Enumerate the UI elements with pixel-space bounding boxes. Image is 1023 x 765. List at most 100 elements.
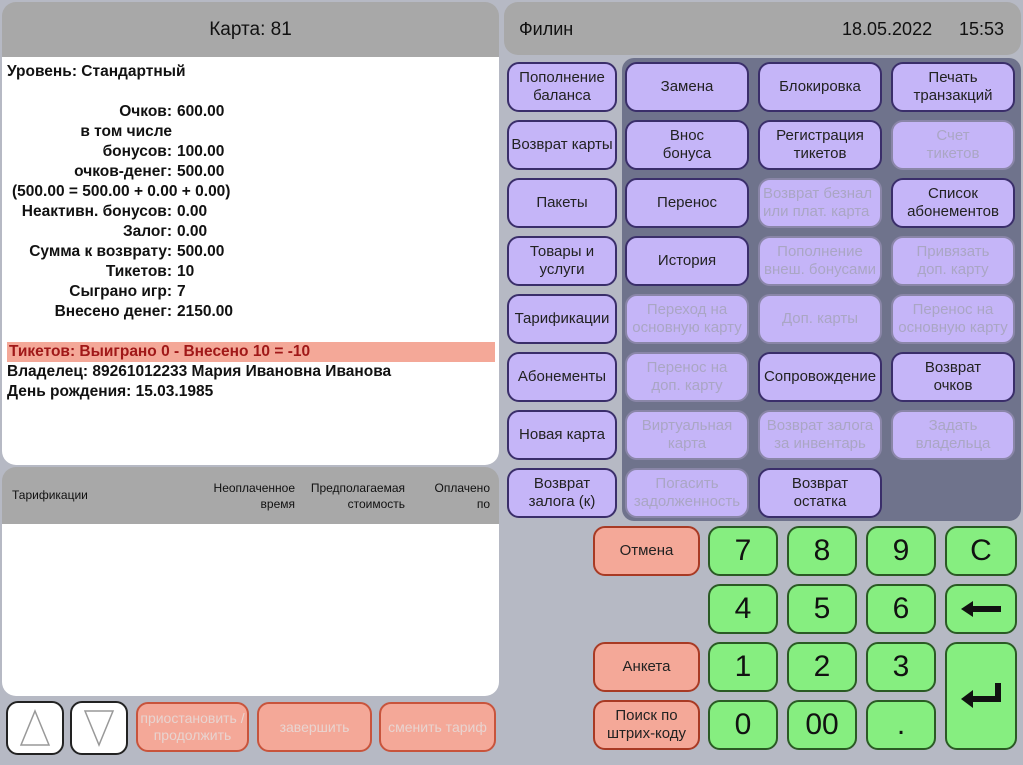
transfer-to-extra-card-button[interactable]: Перенос на доп. карту (625, 352, 749, 402)
subscription-list-button[interactable]: Список абонементов (891, 178, 1015, 228)
key-5[interactable]: 5 (787, 584, 857, 634)
key-7[interactable]: 7 (708, 526, 778, 576)
top-up-balance-label: Пополнение баланса (519, 69, 605, 104)
transfer-button[interactable]: Перенос (625, 178, 749, 228)
refund-label: Сумма к возврату: (29, 243, 172, 260)
refund-value: 500.00 (177, 243, 225, 260)
cancel-button[interactable]: Отмена (593, 526, 700, 576)
return-points-label: Возврат очков (924, 359, 982, 394)
scroll-down-button[interactable] (70, 701, 128, 755)
key-1[interactable]: 1 (708, 642, 778, 692)
card-owner: Владелец: 89261012233 Мария Ивановна Ива… (7, 363, 392, 380)
go-to-main-card-button[interactable]: Переход на основную карту (625, 294, 749, 344)
subscriptions-label: Абонементы (517, 368, 607, 385)
finish-button[interactable]: завершить (257, 702, 372, 752)
survey-label: Анкета (622, 658, 671, 675)
triangle-down-icon (83, 710, 115, 747)
link-extra-card-label: Привязать доп. карту (916, 243, 990, 278)
inventory-deposit-refund-button[interactable]: Возврат залога за инвентарь (758, 410, 882, 460)
subscription-list-label: Список абонементов (907, 185, 999, 220)
key-4[interactable]: 4 (708, 584, 778, 634)
bonus-label: бонусов: (102, 143, 172, 160)
extra-cards-button[interactable]: Доп. карты (758, 294, 882, 344)
money-points-value: 500.00 (177, 163, 225, 180)
register-tickets-button[interactable]: Регистрация тикетов (758, 120, 882, 170)
card-level: Уровень: Стандартный (7, 63, 186, 80)
extra-cards-label: Доп. карты (781, 310, 859, 327)
col-estimated-cost-a: Предполагаемая (310, 481, 405, 495)
goods-services-button[interactable]: Товары и услуги (507, 236, 617, 286)
return-balance-label: Возврат остатка (791, 475, 849, 510)
scroll-up-button[interactable] (6, 701, 64, 755)
pay-debt-button[interactable]: Погасить задолженность (625, 468, 749, 518)
subscriptions-button[interactable]: Абонементы (507, 352, 617, 402)
replace-button[interactable]: Замена (625, 62, 749, 112)
tariffs-label: Тарификации (514, 310, 610, 327)
external-bonus-topup-button[interactable]: Пополнение внеш. бонусами (758, 236, 882, 286)
history-button[interactable]: История (625, 236, 749, 286)
register-tickets-label: Регистрация тикетов (776, 127, 864, 162)
top-up-balance-button[interactable]: Пополнение баланса (507, 62, 617, 112)
return-card-button[interactable]: Возврат карты (507, 120, 617, 170)
key-00[interactable]: 00 (787, 700, 857, 750)
finish-label: завершить (279, 718, 350, 735)
col-tariffs: Тарификации (12, 488, 88, 502)
key-3[interactable]: 3 (866, 642, 936, 692)
block-label: Блокировка (779, 78, 861, 95)
set-owner-label: Задать владельца (915, 417, 991, 452)
triangle-up-icon (19, 709, 51, 746)
new-card-button[interactable]: Новая карта (507, 410, 617, 460)
status-header: Филин 18.05.2022 15:53 (504, 2, 1021, 55)
print-transactions-button[interactable]: Печать транзакций (891, 62, 1015, 112)
pause-resume-label: приостановить / продолжить (140, 710, 245, 743)
barcode-search-button[interactable]: Поиск по штрих-коду (593, 700, 700, 750)
games-played-label: Сыграно игр: (69, 283, 172, 300)
escort-button[interactable]: Сопровождение (758, 352, 882, 402)
add-bonus-button[interactable]: Внос бонуса (625, 120, 749, 170)
virtual-card-button[interactable]: Виртуальная карта (625, 410, 749, 460)
including-label: в том числе (80, 123, 172, 140)
link-extra-card-button[interactable]: Привязать доп. карту (891, 236, 1015, 286)
money-points-label: очков-денег: (74, 163, 172, 180)
cashless-refund-button[interactable]: Возврат безнал или плат. карта (758, 178, 882, 228)
col-paid-until-a: Оплачено (434, 481, 490, 495)
money-deposited-label: Внесено денег: (54, 303, 172, 320)
card-header: Карта: 81 (2, 2, 499, 57)
change-tariff-label: сменить тариф (388, 718, 487, 735)
current-time: 15:53 (959, 19, 1005, 39)
pause-resume-button[interactable]: приостановить / продолжить (136, 702, 249, 752)
key-0[interactable]: 0 (708, 700, 778, 750)
games-played-value: 7 (177, 283, 186, 300)
key-clear[interactable]: C (945, 526, 1017, 576)
packages-button[interactable]: Пакеты (507, 178, 617, 228)
key-backspace[interactable] (945, 584, 1017, 634)
tickets-value: 10 (177, 263, 195, 280)
key-6[interactable]: 6 (866, 584, 936, 634)
transfer-to-extra-card-label: Перенос на доп. карту (646, 359, 728, 394)
key-2[interactable]: 2 (787, 642, 857, 692)
ticket-count-button[interactable]: Счет тикетов (891, 120, 1015, 170)
set-owner-button[interactable]: Задать владельца (891, 410, 1015, 460)
bonus-value: 100.00 (177, 143, 225, 160)
tariff-table-body[interactable] (2, 524, 499, 696)
key-9[interactable]: 9 (866, 526, 936, 576)
change-tariff-button[interactable]: сменить тариф (379, 702, 496, 752)
points-value: 600.00 (177, 103, 225, 120)
key-8[interactable]: 8 (787, 526, 857, 576)
go-to-main-card-label: Переход на основную карту (632, 301, 742, 336)
return-points-button[interactable]: Возврат очков (891, 352, 1015, 402)
survey-button[interactable]: Анкета (593, 642, 700, 692)
block-button[interactable]: Блокировка (758, 62, 882, 112)
return-deposit-button[interactable]: Возврат залога (к) (507, 468, 617, 518)
key-decimal[interactable]: . (866, 700, 936, 750)
tickets-label: Тикетов: (105, 263, 172, 280)
key-enter[interactable] (945, 642, 1017, 750)
transfer-to-main-card-button[interactable]: Перенос на основную карту (891, 294, 1015, 344)
packages-label: Пакеты (536, 194, 588, 211)
pay-debt-label: Погасить задолженность (633, 475, 741, 510)
card-info-panel: Уровень: Стандартный Очков: 600.00 в том… (2, 57, 499, 465)
col-unpaid-time-a: Неоплаченное (213, 481, 295, 495)
ticket-count-label: Счет тикетов (926, 127, 980, 162)
tariffs-button[interactable]: Тарификации (507, 294, 617, 344)
return-balance-button[interactable]: Возврат остатка (758, 468, 882, 518)
